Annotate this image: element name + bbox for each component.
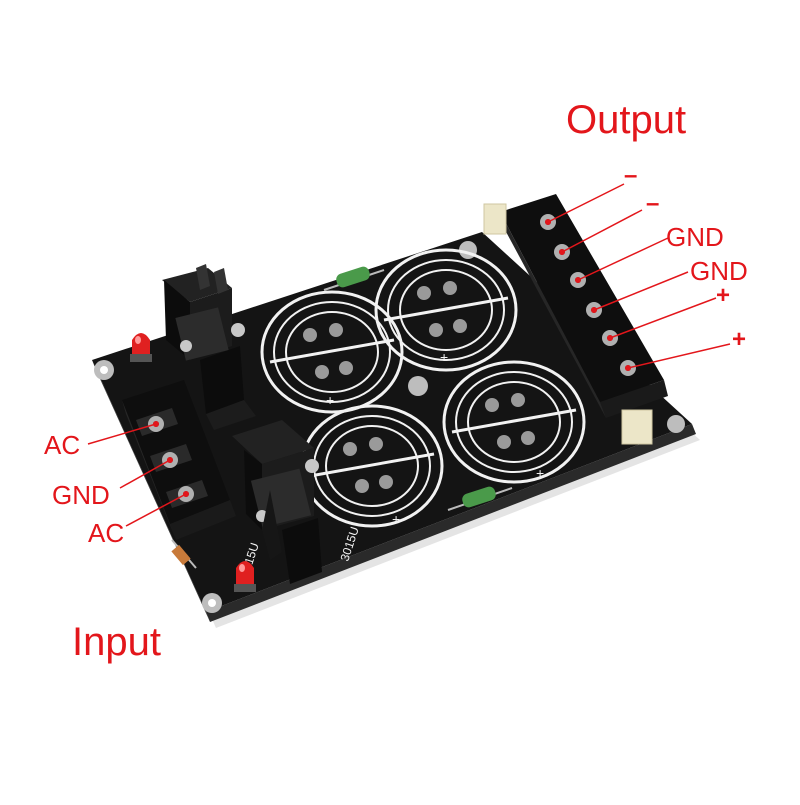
resistor-top [323, 266, 385, 291]
mount-hole [667, 415, 685, 433]
output-label-4: GND [690, 256, 748, 286]
cap-polarity-mark: + [440, 349, 448, 365]
output-contact-dots [545, 219, 631, 371]
led-indicator-2 [234, 561, 256, 592]
heatsink-rectifier-1 [162, 264, 256, 430]
film-capacitor [483, 203, 507, 235]
film-capacitor [621, 409, 653, 445]
input-contact-dots [153, 421, 189, 497]
cap-polarity-mark: + [392, 511, 400, 527]
capacitor-footprint-4 [442, 360, 586, 484]
resistor-bottom [447, 486, 513, 511]
cap-polarity-mark: + [326, 392, 334, 408]
capacitor-footprint-2 [374, 248, 518, 372]
pcb-edge-front [206, 424, 696, 622]
output-label-2: – [646, 190, 660, 217]
mount-hole-center [100, 366, 108, 374]
heatsink-rectifier-2 [232, 420, 322, 584]
capacitor-footprint-1 [260, 290, 404, 414]
input-label-3: AC [88, 518, 125, 548]
input-heading: Input [72, 620, 161, 664]
mount-hole-center [208, 599, 216, 607]
input-label-1: AC [44, 430, 81, 460]
output-heading: Output [566, 98, 687, 142]
output-label-6: + [732, 326, 747, 353]
diode-small [171, 539, 197, 569]
output-label-1: – [624, 162, 638, 189]
cap-polarity-mark: + [536, 465, 544, 481]
output-label-5: + [716, 282, 731, 309]
input-label-2: GND [52, 480, 110, 510]
output-leader-lines [547, 183, 731, 369]
output-label-3: GND [666, 222, 724, 252]
led-indicator-1 [130, 333, 152, 362]
input-leader-lines [87, 423, 187, 527]
center-hole [408, 376, 428, 396]
